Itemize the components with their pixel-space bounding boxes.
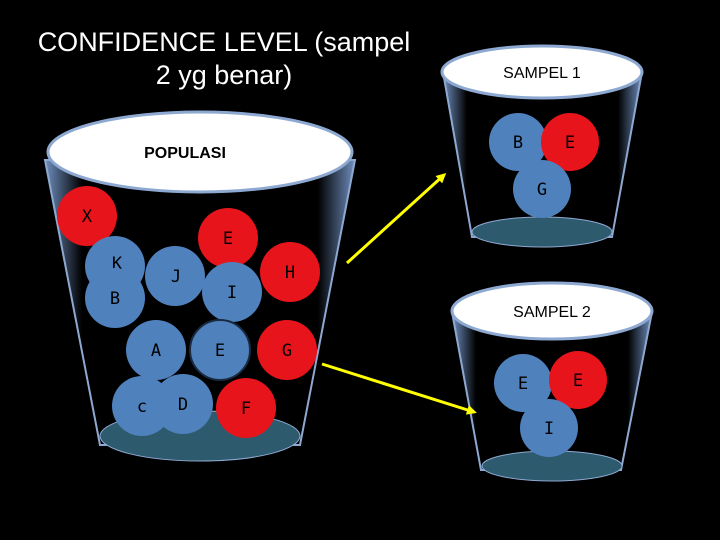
sampel2-label: SAMPEL 2 [513, 304, 591, 321]
ball-label: F [241, 399, 251, 419]
ball-label: B [110, 289, 120, 309]
sampel1-label: SAMPEL 1 [503, 65, 581, 82]
ball-label: B [513, 133, 523, 153]
populasi-balls: X E K J H I B [57, 186, 320, 438]
ball-label: E [215, 341, 225, 361]
ball-b: B [85, 268, 145, 328]
sampel1-cup-bottom [471, 216, 613, 248]
ball-label: E [223, 229, 233, 249]
s1-ball-b: B [489, 113, 547, 171]
ball-label: G [282, 341, 292, 361]
ball-label: D [178, 395, 188, 415]
sampel2-cup-rim [450, 281, 654, 341]
ball-a: A [126, 320, 186, 380]
ball-g: G [257, 320, 317, 380]
ball-label: K [112, 254, 123, 274]
s1-ball-g: G [513, 160, 571, 218]
sampel2-balls: E E I [494, 351, 607, 457]
title-line-1: CONFIDENCE LEVEL (sampel [37, 27, 411, 57]
arrow-to-sampel1 [345, 172, 447, 265]
slide-title: CONFIDENCE LEVEL (sampel 2 yg benar) [14, 26, 434, 92]
populasi-label: POPULASI [144, 145, 226, 162]
ball-x: X [57, 186, 117, 246]
populasi-cup-rim [46, 110, 354, 194]
populasi-cup: POPULASI [43, 110, 357, 462]
ball-label: I [544, 419, 554, 439]
ball-label: E [573, 371, 583, 391]
ball-label: A [151, 341, 161, 361]
s2-ball-i: I [520, 399, 578, 457]
sampel1-balls: B E G [489, 113, 599, 218]
ball-label: c [137, 397, 147, 417]
arrow-to-sampel2 [321, 362, 477, 415]
title-line-2: 2 yg benar) [155, 60, 293, 90]
s1-ball-e: E [541, 113, 599, 171]
ball-j: J [145, 246, 205, 306]
ball-label: I [227, 283, 237, 303]
ball-label: E [518, 374, 528, 394]
ball-e-blue: E [189, 319, 251, 381]
ball-label: G [537, 180, 547, 200]
ball-label: E [565, 133, 575, 153]
ball-e-red: E [198, 208, 258, 268]
sampel1-cup-rim [440, 44, 644, 100]
ball-h: H [260, 242, 320, 302]
s2-ball-e-blue: E [494, 354, 552, 412]
ball-label: H [285, 263, 295, 283]
ball-label: X [82, 207, 93, 227]
s2-ball-e-red: E [549, 351, 607, 409]
ball-label: J [171, 267, 181, 287]
ball-f: F [216, 378, 276, 438]
ball-d: D [153, 374, 213, 434]
ball-i: I [202, 262, 262, 322]
